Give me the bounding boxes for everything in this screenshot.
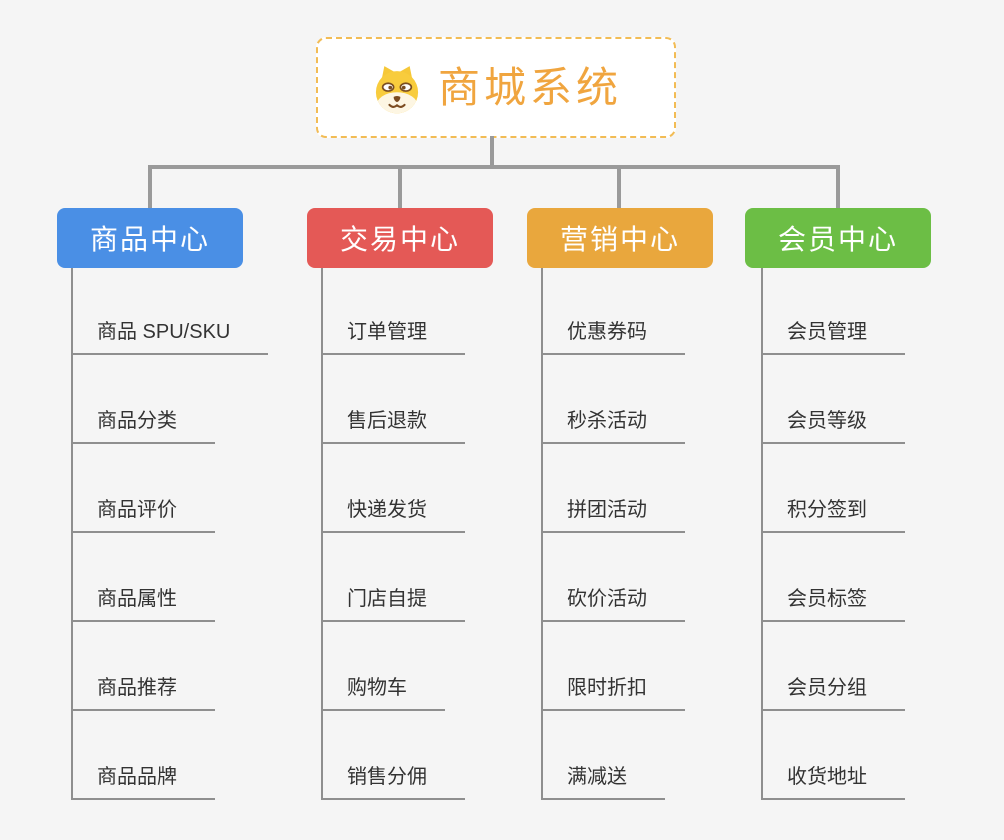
sub-topic[interactable]: 售后退款 [321,408,465,444]
spine-line-products [71,268,73,800]
sub-topic[interactable]: 砍价活动 [541,586,685,622]
dog-face-icon [375,65,419,113]
branch-node-trade[interactable]: 交易中心 [307,208,493,268]
branch-node-members[interactable]: 会员中心 [745,208,931,268]
sub-topic[interactable]: 限时折扣 [541,675,685,711]
root-title: 商城系统 [437,63,622,111]
sub-topic[interactable]: 会员管理 [761,319,905,355]
sub-topic[interactable]: 商品推荐 [71,675,215,711]
root-node[interactable]: 商城系统 [316,37,676,138]
sub-topic[interactable]: 订单管理 [321,319,465,355]
connector-horizontal-bar [148,165,840,169]
sub-topic[interactable]: 优惠券码 [541,319,685,355]
connector-drop-marketing [617,167,621,208]
sub-topic[interactable]: 满减送 [541,764,665,800]
spine-line-marketing [541,268,543,800]
sub-topic[interactable]: 会员分组 [761,675,905,711]
sub-topic[interactable]: 快递发货 [321,497,465,533]
sub-topic[interactable]: 商品评价 [71,497,215,533]
connector-drop-members [836,167,840,208]
sub-topic[interactable]: 门店自提 [321,586,465,622]
sub-topic[interactable]: 商品属性 [71,586,215,622]
branch-node-marketing[interactable]: 营销中心 [527,208,713,268]
connector-drop-products [148,167,152,208]
sub-topic[interactable]: 拼团活动 [541,497,685,533]
spine-line-trade [321,268,323,800]
connector-drop-trade [398,167,402,208]
sub-topic[interactable]: 积分签到 [761,497,905,533]
spine-line-members [761,268,763,800]
sub-topic[interactable]: 商品 SPU/SKU [71,319,269,355]
sub-topic[interactable]: 收货地址 [761,764,905,800]
sub-topic[interactable]: 商品分类 [71,408,215,444]
sub-topic[interactable]: 销售分佣 [321,764,465,800]
sub-topic[interactable]: 秒杀活动 [541,408,685,444]
sub-topic[interactable]: 商品品牌 [71,764,215,800]
sub-topic[interactable]: 购物车 [321,675,445,711]
sub-topic[interactable]: 会员标签 [761,586,905,622]
branch-node-products[interactable]: 商品中心 [57,208,243,268]
connector-root-stem [490,136,494,167]
sub-topic[interactable]: 会员等级 [761,408,905,444]
